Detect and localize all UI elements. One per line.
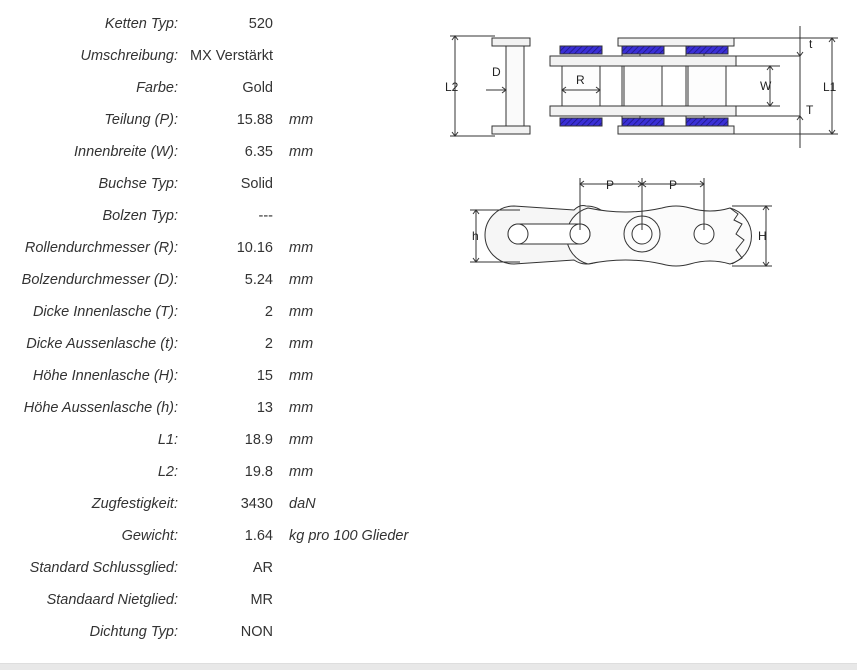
dim-label-w: W [760,79,772,93]
spec-unit: mm [289,336,314,352]
spec-label: Innenbreite (W): [74,144,178,160]
dim-label-d: D [492,65,501,79]
spec-label: Umschreibung: [80,48,178,64]
spec-label: Standaard Nietglied: [46,592,178,608]
spec-label: Höhe Innenlasche (H): [32,368,178,384]
spec-unit: mm [289,400,314,416]
spec-value: 13 [256,400,273,416]
spec-label: Standard Schlussglied: [29,560,178,576]
page-footer-divider [0,663,857,670]
spec-unit: mm [289,112,314,128]
spec-unit: mm [289,432,314,448]
spec-value: NON [240,624,273,640]
chain-top-view [450,26,838,148]
spec-label: Bolzendurchmesser (D): [21,272,178,288]
spec-row: Bolzen Typ: --- [0,202,440,234]
dim-label-p1: P [606,178,614,192]
spec-label: Dichtung Typ: [89,624,178,640]
spec-row: Bolzendurchmesser (D): 5.24 mm [0,266,440,298]
spec-label: Ketten Typ: [104,16,178,32]
spec-row: Höhe Aussenlasche (h): 13 mm [0,394,440,426]
spec-unit: mm [289,464,314,480]
spec-value: Gold [242,80,273,96]
spec-value: MX Verstärkt [190,48,273,64]
spec-value: 19.8 [244,464,273,480]
spec-row: Dicke Innenlasche (T): 2 mm [0,298,440,330]
spec-unit: daN [289,496,316,512]
spec-label: Dicke Innenlasche (T): [32,304,178,320]
spec-unit: mm [289,144,314,160]
dim-label-t-inner: T [806,103,814,117]
dim-label-h-inner: H [758,229,767,243]
spec-label: Teilung (P): [104,112,178,128]
dim-label-l1: L1 [823,80,837,94]
spec-unit: mm [289,272,314,288]
spec-row: Höhe Innenlasche (H): 15 mm [0,362,440,394]
dim-label-t-outer: t [809,37,813,51]
spec-row: Standard Schlussglied: AR [0,554,440,586]
spec-row: Zugfestigkeit: 3430 daN [0,490,440,522]
spec-unit: mm [289,368,314,384]
chain-diagram: L2 D R t W T L1 [440,18,850,283]
spec-value: 18.9 [244,432,273,448]
spec-row: Standaard Nietglied: MR [0,586,440,618]
spec-value: 10.16 [236,240,273,256]
spec-row: Rollendurchmesser (R): 10.16 mm [0,234,440,266]
spec-value: MR [250,592,273,608]
dim-label-r: R [576,73,585,87]
spec-label: Buchse Typ: [98,176,178,192]
spec-row: Buchse Typ: Solid [0,170,440,202]
spec-label: Dicke Aussenlasche (t): [26,336,178,352]
spec-value: Solid [240,176,273,192]
spec-value: 2 [264,336,273,352]
spec-table: Ketten Typ: 520 Umschreibung: MX Verstärkt… [0,10,440,650]
spec-label: L1: [157,432,178,448]
spec-row: Teilung (P): 15.88 mm [0,106,440,138]
spec-row: L2: 19.8 mm [0,458,440,490]
spec-row: Dichtung Typ: NON [0,618,440,650]
spec-label: Gewicht: [121,528,178,544]
spec-unit: mm [289,240,314,256]
spec-value: 1.64 [244,528,273,544]
spec-row: L1: 18.9 mm [0,426,440,458]
spec-unit: kg pro 100 Glieder [289,528,409,544]
spec-value: 520 [248,16,273,32]
chain-drawing: L2 D R t W T L1 [445,26,838,267]
spec-label: Rollendurchmesser (R): [24,240,178,256]
spec-value: 5.24 [244,272,273,288]
spec-value: 15 [256,368,273,384]
spec-label: Zugfestigkeit: [91,496,178,512]
spec-value: 6.35 [244,144,273,160]
spec-row: Farbe: Gold [0,74,440,106]
dim-label-p2: P [669,178,677,192]
spec-label: Bolzen Typ: [102,208,179,224]
spec-row: Umschreibung: MX Verstärkt [0,42,440,74]
spec-label: Höhe Aussenlasche (h): [23,400,178,416]
spec-value: 3430 [240,496,273,512]
chain-side-view [470,178,772,267]
spec-value: --- [258,208,274,224]
spec-row: Ketten Typ: 520 [0,10,440,42]
spec-unit: mm [289,304,314,320]
dim-label-l2: L2 [445,80,459,94]
spec-row: Gewicht: 1.64 kg pro 100 Glieder [0,522,440,554]
spec-value: 15.88 [236,112,273,128]
spec-value: AR [252,560,273,576]
spec-row: Dicke Aussenlasche (t): 2 mm [0,330,440,362]
spec-label: Farbe: [136,80,178,96]
spec-row: Innenbreite (W): 6.35 mm [0,138,440,170]
spec-label: L2: [157,464,178,480]
dim-label-h-outer: h [472,229,479,243]
spec-value: 2 [264,304,273,320]
